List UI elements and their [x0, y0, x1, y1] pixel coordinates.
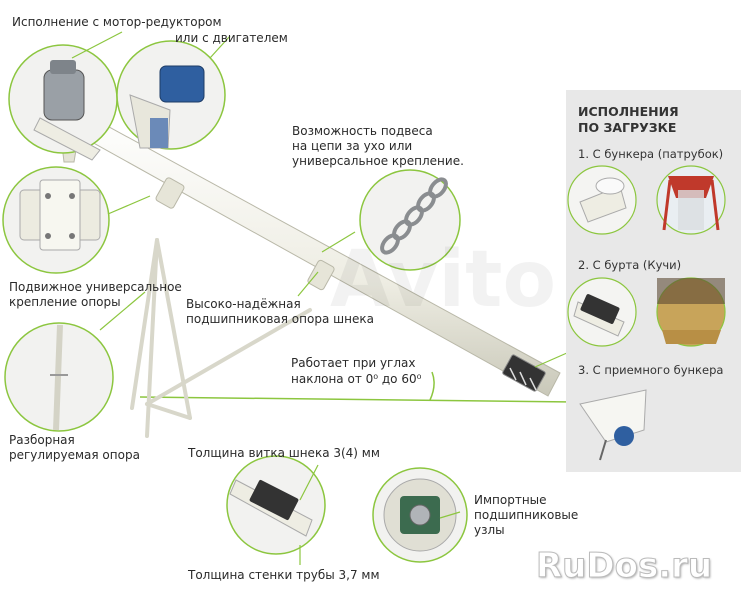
leader-lines — [71, 31, 577, 565]
label-imported-line1: Импортные — [474, 493, 547, 507]
label-hang-line3: универсальное крепление. — [292, 154, 464, 168]
label-bearing-line1: Высоко-надёжная — [186, 297, 301, 311]
label-hang-line1: Возможность подвеса — [292, 124, 433, 138]
angle-guides — [139, 371, 576, 403]
receiving-hopper-photo — [579, 389, 647, 461]
callout-auger-flight — [226, 455, 326, 555]
callout-electric-motor — [116, 40, 226, 150]
label-angle-line1: Работает при углах — [291, 356, 416, 370]
watermark-rudos: RuDos.ru — [535, 546, 713, 587]
label-mount-line2: крепление опоры — [9, 295, 121, 309]
label-flight-thickness: Толщина витка шнека 3(4) мм — [188, 446, 380, 460]
label-support-line2: регулируемая опора — [9, 448, 140, 462]
callout-motor-gearbox — [8, 44, 118, 161]
callout-support-leg — [4, 322, 114, 432]
panel-item-hopper: 1. С бункера (патрубок) — [578, 147, 724, 161]
label-wall-thickness: Толщина стенки трубы 3,7 мм — [188, 568, 380, 582]
label-imported-line2: подшипниковые — [474, 508, 579, 522]
label-motor-line1: Исполнение с мотор-редуктором — [12, 15, 222, 29]
label-motor-line2: или с двигателем — [175, 31, 288, 45]
label-mount-line1: Подвижное универсальное — [9, 280, 182, 294]
label-hang-line2: на цепи за ухо или — [292, 139, 413, 153]
callout-mount — [2, 166, 110, 274]
callout-chain — [359, 169, 461, 271]
panel-item-receiving-hopper: 3. С приемного бункера — [578, 363, 724, 377]
label-imported-line3: узлы — [474, 523, 505, 537]
hopper-photos — [567, 165, 726, 235]
callout-bearing-unit — [372, 467, 468, 563]
label-angle-line2: наклона от 0⁰ до 60⁰ — [291, 372, 422, 386]
pile-photos — [567, 277, 726, 347]
panel-item-pile: 2. С бурта (Кучи) — [578, 258, 682, 272]
panel-title-line1: ИСПОЛНЕНИЯ — [578, 104, 679, 119]
support-stand — [130, 238, 312, 438]
panel-title-line2: ПО ЗАГРУЗКЕ — [578, 120, 677, 135]
label-bearing-line2: подшипниковая опора шнека — [186, 312, 374, 326]
label-support-line1: Разборная — [9, 433, 75, 447]
panel-illustrations — [567, 165, 726, 461]
panel-title: ИСПОЛНЕНИЯ ПО ЗАГРУЗКЕ — [578, 104, 679, 136]
watermark-avito: Avito — [330, 235, 557, 325]
